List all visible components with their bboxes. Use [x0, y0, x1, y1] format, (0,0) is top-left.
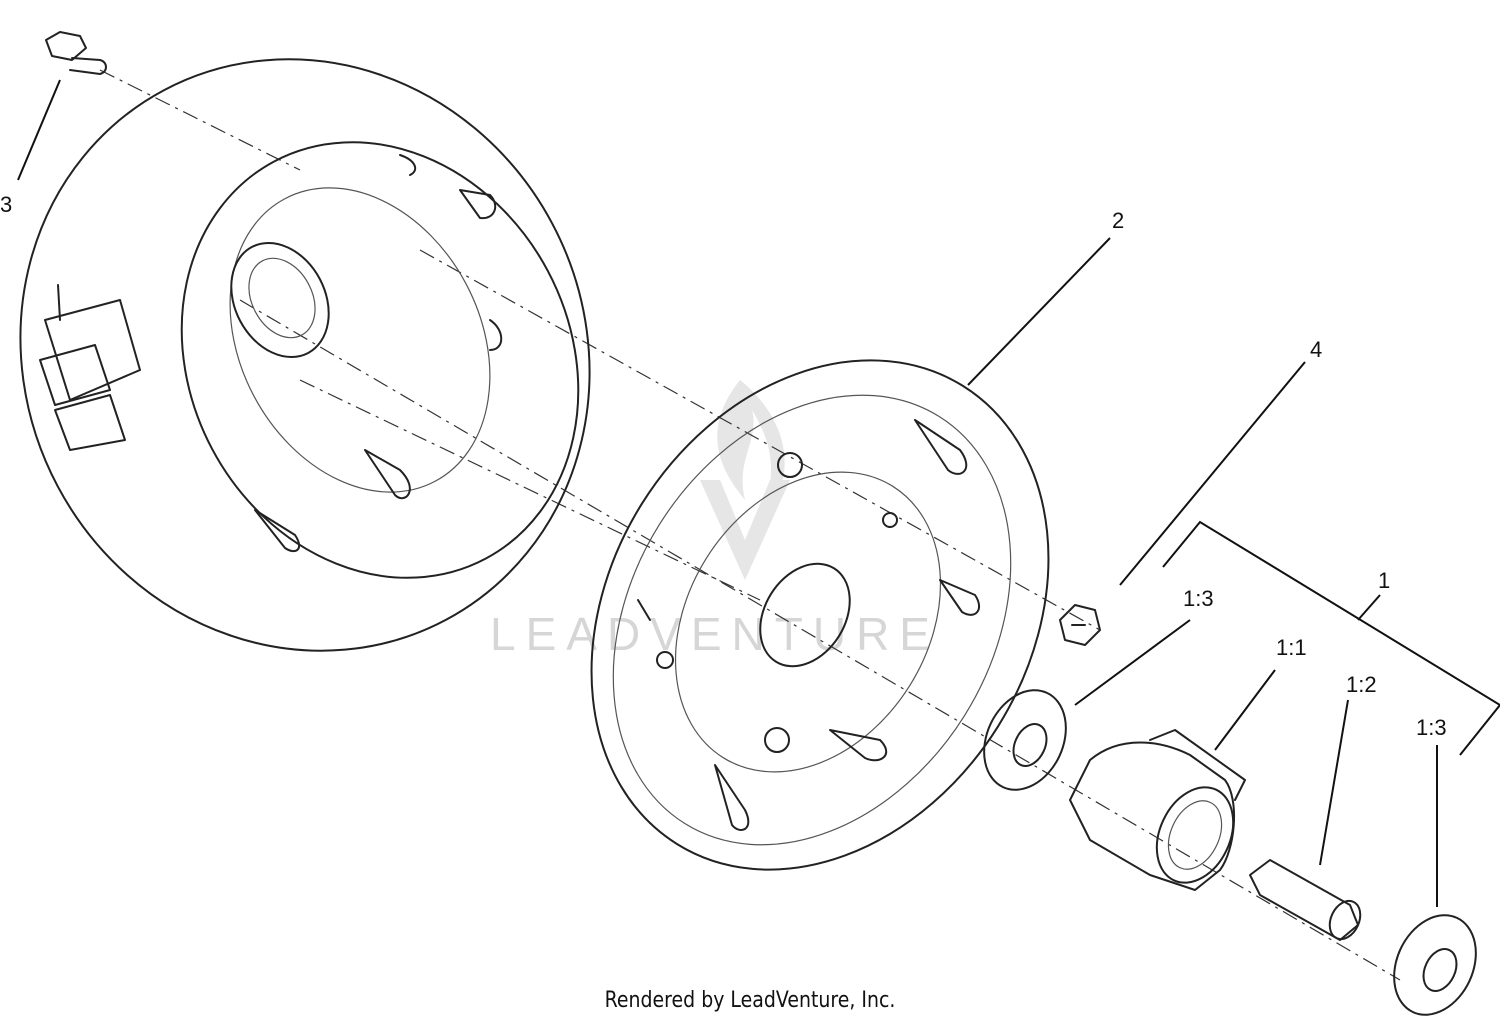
leader-lines — [17, 79, 1500, 907]
leader-1 — [1357, 594, 1381, 621]
footer-credit: Rendered by LeadVenture, Inc. — [604, 988, 896, 1013]
callout-2: 2 — [1112, 208, 1124, 233]
bolt-part-3 — [45, 31, 107, 75]
callout-1-1: 1:1 — [1276, 635, 1307, 660]
wheel-hub-part-2 — [590, 359, 1050, 871]
callout-labels: 3 2 4 1 1:3 1:1 1:2 1:3 — [0, 192, 1447, 740]
watermark-logo-icon — [717, 380, 785, 520]
watermark-group: LEADVENTURE — [490, 380, 940, 660]
watermark-text: LEADVENTURE — [490, 608, 940, 660]
bushing-part-1-2 — [1249, 859, 1362, 941]
leader-3 — [17, 79, 61, 181]
nut-part-4 — [1059, 604, 1101, 646]
spacer-sleeve-part-1-1 — [1069, 729, 1246, 891]
bearing-part-1-3-left — [983, 689, 1067, 791]
watermark-logo-mark — [700, 480, 790, 580]
bearing-part-1-3-right — [1393, 914, 1477, 1016]
leader-2 — [967, 237, 1111, 386]
leader-1-2 — [1319, 699, 1349, 866]
leader-4 — [1119, 361, 1306, 586]
callout-1-3-right: 1:3 — [1416, 715, 1447, 740]
bracket-1 — [1162, 520, 1500, 756]
callout-1-2: 1:2 — [1346, 672, 1377, 697]
leader-1-3-left — [1074, 619, 1191, 706]
leader-1-1 — [1214, 669, 1276, 751]
callout-1-3-left: 1:3 — [1183, 586, 1214, 611]
callout-1: 1 — [1378, 568, 1390, 593]
tire-wheel-part-2 — [19, 58, 591, 652]
callout-4: 4 — [1310, 337, 1322, 362]
callout-3: 3 — [0, 192, 12, 217]
axis-lines — [99, 69, 1401, 981]
